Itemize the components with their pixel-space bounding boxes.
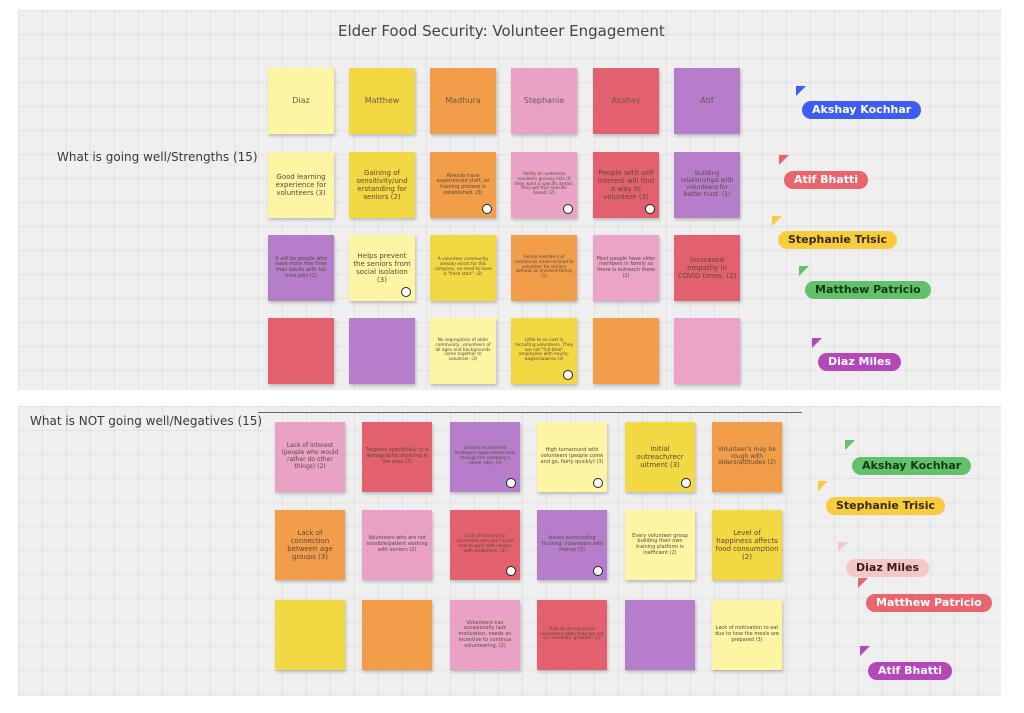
sticky-note[interactable]: Lack of interest (people who would rathe… bbox=[275, 422, 345, 492]
sticky-note[interactable]: Ability to customize residents grocery l… bbox=[511, 152, 577, 218]
collaborator-cursor-label: Atif Bhatti bbox=[784, 171, 869, 189]
sticky-note[interactable]: No segregation of older community, volun… bbox=[430, 318, 496, 384]
vote-dot-icon bbox=[593, 478, 603, 488]
vote-dot-icon bbox=[506, 478, 516, 488]
vote-dot-icon bbox=[563, 204, 573, 214]
cursor-arrow-icon bbox=[772, 216, 782, 226]
sticky-note[interactable]: Increased empathy in COVID times. (2) bbox=[674, 235, 740, 301]
vote-dot-icon bbox=[563, 370, 573, 380]
header-note-akshay[interactable]: Akshay bbox=[593, 68, 659, 134]
collaborator-cursor-label: Diaz Miles bbox=[846, 559, 930, 577]
vote-dot-icon bbox=[482, 204, 492, 214]
sticky-note[interactable]: Every volunteer group building their own… bbox=[625, 510, 695, 580]
cursor-arrow-icon bbox=[845, 440, 855, 450]
cursor-arrow-icon bbox=[818, 481, 828, 491]
sticky-note[interactable]: High turnaround with volunteers (people … bbox=[537, 422, 607, 492]
sticky-note-blank[interactable] bbox=[349, 318, 415, 384]
sticky-note[interactable]: Lack of connection between age groups (3… bbox=[275, 510, 345, 580]
sticky-note[interactable]: Initial outreach/recr uitment (3) bbox=[625, 422, 695, 492]
header-note-madhura[interactable]: Madhura bbox=[430, 68, 496, 134]
sticky-note[interactable]: Family members of residences more inclin… bbox=[511, 235, 577, 301]
vote-dot-icon bbox=[593, 566, 603, 576]
sticky-note[interactable]: Targeted specifically to a demographic s… bbox=[362, 422, 432, 492]
cursor-arrow-icon bbox=[799, 266, 809, 276]
collaborator-cursor-label: Matthew Patricio bbox=[805, 281, 931, 299]
sticky-note-blank[interactable] bbox=[275, 600, 345, 670]
sticky-note[interactable]: Volunteers can occasionally lack motivat… bbox=[450, 600, 520, 670]
cursor-arrow-icon bbox=[812, 338, 822, 348]
board-region-top bbox=[18, 10, 1001, 390]
collaborator-cursor-label: Akshay Kochhar bbox=[852, 457, 972, 475]
sticky-note[interactable]: Lack of motivation to eat due to how the… bbox=[712, 600, 782, 670]
header-note-matthew[interactable]: Matthew bbox=[349, 68, 415, 134]
cursor-arrow-icon bbox=[860, 646, 870, 656]
header-note-diaz[interactable]: Diaz bbox=[268, 68, 334, 134]
sticky-note[interactable]: How do we supervise volunteers when they… bbox=[537, 600, 607, 670]
sticky-note-blank[interactable] bbox=[674, 318, 740, 384]
header-note-stephanie[interactable]: Stephanie bbox=[511, 68, 577, 134]
sticky-note[interactable]: Helps prevent the seniors from social is… bbox=[349, 235, 415, 301]
collaborator-cursor-label: Stephanie Trisic bbox=[826, 497, 945, 515]
sticky-note[interactable]: Lack of training for volunteers who don'… bbox=[450, 510, 520, 580]
header-note-atif[interactable]: Atif bbox=[674, 68, 740, 134]
vote-dot-icon bbox=[506, 566, 516, 576]
section-divider bbox=[258, 412, 802, 413]
collaborator-cursor-label: Diaz Miles bbox=[818, 353, 902, 371]
sticky-note-blank[interactable] bbox=[362, 600, 432, 670]
cursor-arrow-icon bbox=[796, 86, 806, 96]
vote-dot-icon bbox=[645, 204, 655, 214]
collaborator-cursor-label: Matthew Patricio bbox=[866, 594, 992, 612]
sticky-note[interactable]: Already have experienced staff, so train… bbox=[430, 152, 496, 218]
negatives-section-label: What is NOT going well/Negatives (15) bbox=[30, 414, 263, 428]
cursor-arrow-icon bbox=[779, 155, 789, 165]
sticky-note[interactable]: Gaining of sensitivity/und erstanding fo… bbox=[349, 152, 415, 218]
board-title: Elder Food Security: Volunteer Engagemen… bbox=[338, 22, 665, 40]
collaborator-cursor-label: Atif Bhatti bbox=[868, 662, 953, 680]
sticky-note[interactable]: Limited recruitment strategies (applicat… bbox=[450, 422, 520, 492]
sticky-note[interactable]: Volunteers who are not sensible/patient … bbox=[362, 510, 432, 580]
sticky-note[interactable]: A volunteer community already exists for… bbox=[430, 235, 496, 301]
sticky-note-blank[interactable] bbox=[268, 318, 334, 384]
sticky-note[interactable]: Level of happiness affects food consumpt… bbox=[712, 510, 782, 580]
cursor-arrow-icon bbox=[858, 578, 868, 588]
sticky-note[interactable]: Little to no cost in recruiting voluntee… bbox=[511, 318, 577, 384]
sticky-note[interactable]: Volunteer's may be rough with elders/att… bbox=[712, 422, 782, 492]
sticky-note-blank[interactable] bbox=[625, 600, 695, 670]
sticky-note[interactable]: Good learning experience for volunteers … bbox=[268, 152, 334, 218]
vote-dot-icon bbox=[681, 478, 691, 488]
collaborator-cursor-label: Akshay Kochhar bbox=[802, 101, 922, 119]
cursor-arrow-icon bbox=[838, 542, 848, 552]
sticky-note[interactable]: Issues surrounding 'trusting' volunteers… bbox=[537, 510, 607, 580]
collaborator-cursor-label: Stephanie Trisic bbox=[778, 231, 897, 249]
sticky-note[interactable]: Building relationships with volunteers f… bbox=[674, 152, 740, 218]
sticky-note[interactable]: Most people have older members in family… bbox=[593, 235, 659, 301]
vote-dot-icon bbox=[401, 287, 411, 297]
sticky-note[interactable]: It will be people who have more free tim… bbox=[268, 235, 334, 301]
sticky-note[interactable]: People with self interest will find a wa… bbox=[593, 152, 659, 218]
strengths-section-label: What is going well/Strengths (15) bbox=[57, 150, 258, 164]
sticky-note-blank[interactable] bbox=[593, 318, 659, 384]
